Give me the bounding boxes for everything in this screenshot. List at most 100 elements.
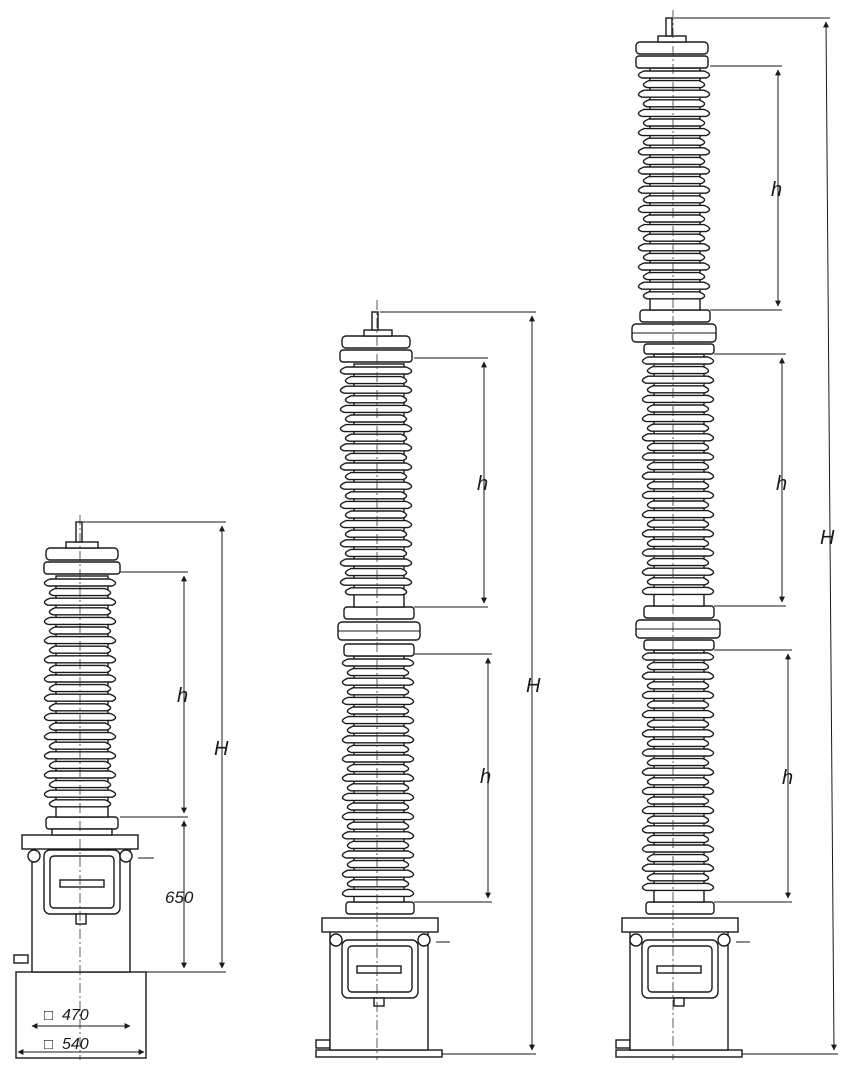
insulator-shed bbox=[637, 127, 711, 137]
dim-base-outer: 540 bbox=[62, 1036, 89, 1053]
insulator-shed bbox=[641, 567, 715, 576]
insulator-shed bbox=[641, 509, 715, 519]
insulator-shed bbox=[43, 616, 117, 626]
insulator-shed bbox=[641, 863, 715, 872]
insulator-shed bbox=[641, 375, 715, 384]
insulator-shed bbox=[642, 137, 706, 146]
insulator-shed bbox=[646, 500, 710, 509]
insulator-shed bbox=[641, 490, 715, 500]
insulator-shed bbox=[341, 715, 415, 725]
insulator-shed bbox=[341, 696, 415, 706]
insulator-shed bbox=[339, 423, 413, 433]
insulator-shed bbox=[346, 879, 410, 888]
base-plate-medium bbox=[315, 1049, 443, 1058]
insulator-sheds-upper-large bbox=[637, 70, 711, 300]
insulator-shed bbox=[646, 519, 710, 528]
insulator-shed bbox=[646, 423, 710, 432]
insulator-shed bbox=[341, 888, 415, 898]
transformer-small: H h 650 □ 470 □ 540 bbox=[13, 515, 229, 1060]
insulator-shed bbox=[642, 156, 706, 166]
insulator-shed bbox=[646, 577, 710, 586]
insulator-shed bbox=[641, 767, 715, 776]
insulator-shed bbox=[641, 433, 715, 442]
insulator-shed bbox=[642, 252, 706, 262]
insulator-shed bbox=[339, 462, 413, 471]
insulator-sheds-middle-large bbox=[641, 356, 715, 596]
transformer-medium: H h h bbox=[315, 300, 541, 1060]
insulator-shed bbox=[641, 844, 715, 853]
insulator-shed bbox=[637, 147, 711, 156]
insulator-shed bbox=[642, 79, 706, 89]
insulator-shed bbox=[339, 404, 413, 414]
insulator-sheds-upper-medium bbox=[339, 366, 413, 596]
insulator-shed bbox=[641, 882, 715, 892]
insulator-shed bbox=[43, 635, 117, 645]
insulator-shed bbox=[637, 223, 711, 233]
insulator-shed bbox=[646, 796, 710, 805]
insulator-shed bbox=[339, 539, 413, 548]
insulator-shed bbox=[642, 118, 706, 127]
insulator-shed bbox=[641, 786, 715, 796]
insulator-shed bbox=[346, 783, 410, 792]
insulator-shed bbox=[339, 385, 413, 394]
base-plate-large bbox=[615, 1049, 743, 1058]
insulator-shed bbox=[641, 729, 715, 738]
insulator-shed bbox=[646, 719, 710, 728]
base-plate-small bbox=[15, 971, 147, 1059]
insulator-shed bbox=[339, 577, 413, 586]
dim-total-height-large: H bbox=[820, 527, 835, 549]
insulator-shed bbox=[344, 529, 408, 538]
insulator-shed bbox=[646, 815, 710, 824]
insulator-shed bbox=[637, 89, 711, 98]
dim-base-inner: 470 bbox=[62, 1007, 89, 1024]
insulator-shed bbox=[637, 108, 711, 118]
insulator-shed bbox=[637, 166, 711, 175]
dim-shed-height-upper-large: h bbox=[771, 179, 782, 201]
insulator-shed bbox=[346, 763, 410, 773]
insulator-shed bbox=[646, 481, 710, 490]
insulator-shed bbox=[641, 825, 715, 834]
insulator-shed bbox=[641, 671, 715, 680]
insulator-shed bbox=[646, 834, 710, 844]
insulator-shed bbox=[346, 840, 410, 850]
dim-shed-height-lower-medium: h bbox=[480, 766, 491, 788]
insulator-shed bbox=[346, 706, 410, 715]
insulator-shed bbox=[339, 366, 413, 375]
insulator-shed bbox=[339, 500, 413, 510]
insulator-shed bbox=[641, 652, 715, 661]
insulator-sheds-lower-medium bbox=[341, 658, 415, 898]
insulator-shed bbox=[646, 700, 710, 709]
square-symbol-470: □ bbox=[44, 1007, 53, 1024]
insulator-shed bbox=[346, 821, 410, 830]
insulator-shed bbox=[341, 658, 415, 667]
insulator-shed bbox=[646, 365, 710, 375]
insulator-shed bbox=[641, 709, 715, 719]
insulator-shed bbox=[641, 805, 715, 815]
insulator-shed bbox=[48, 779, 112, 789]
insulator-shed bbox=[642, 99, 706, 108]
insulator-shed bbox=[641, 394, 715, 404]
insulator-shed bbox=[646, 385, 710, 394]
insulator-sheds-small bbox=[43, 578, 117, 808]
insulator-shed bbox=[641, 586, 715, 596]
insulator-shed bbox=[48, 703, 112, 712]
insulator-shed bbox=[641, 471, 715, 480]
insulator-shed bbox=[346, 687, 410, 696]
insulator-shed bbox=[646, 442, 710, 452]
insulator-shed bbox=[48, 683, 112, 693]
insulator-shed bbox=[344, 510, 408, 519]
insulator-shed bbox=[641, 548, 715, 557]
dim-shed-height-middle-large: h bbox=[776, 473, 787, 495]
insulator-shed bbox=[646, 777, 710, 786]
insulator-shed bbox=[339, 443, 413, 452]
insulator-shed bbox=[637, 204, 711, 214]
insulator-shed bbox=[646, 404, 710, 413]
insulator-shed bbox=[341, 754, 415, 763]
flange-large bbox=[621, 917, 739, 933]
insulator-shed bbox=[646, 853, 710, 863]
insulator-shed bbox=[344, 587, 408, 596]
insulator-shed bbox=[642, 271, 706, 281]
insulator-shed bbox=[341, 773, 415, 782]
insulator-shed bbox=[48, 760, 112, 770]
